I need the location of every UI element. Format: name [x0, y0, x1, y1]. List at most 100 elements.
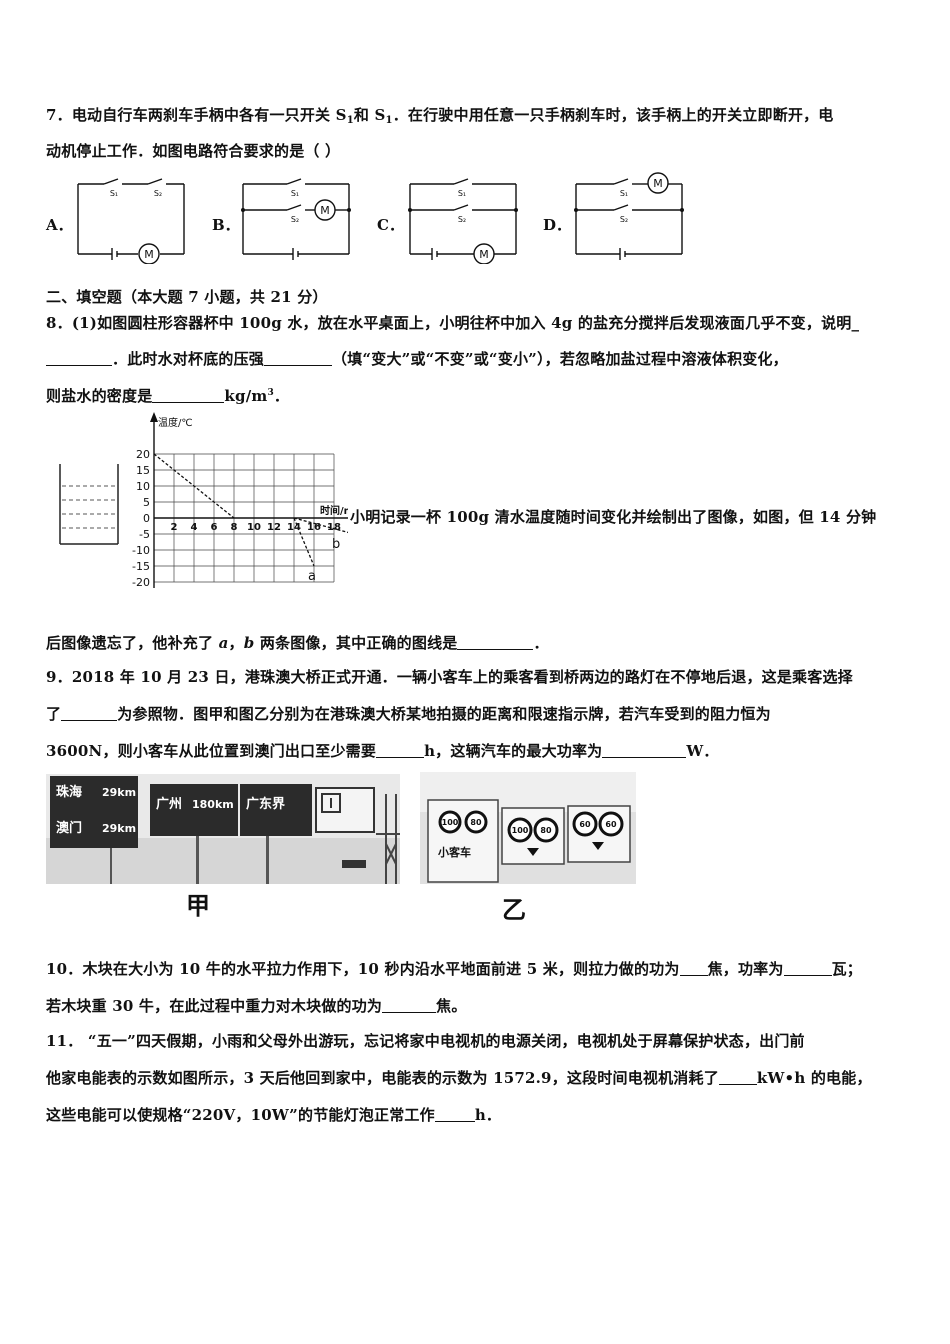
- y-tick-label: -5: [139, 528, 150, 541]
- q7-text-c: ．在行驶中用任意一只手柄刹车时，该手柄上的开关立即断开，电: [392, 106, 834, 124]
- y-axis-label: 温度/℃: [158, 416, 193, 429]
- q9-line1: 9．2018 年 10 月 23 日，港珠澳大桥正式开通．一辆小客车上的乘客看到…: [46, 668, 853, 686]
- y-tick-label: 20: [136, 448, 150, 461]
- circuit-a-s2: S₂: [154, 189, 162, 198]
- y-axis-arrow: [150, 412, 158, 422]
- circuit-d-s1: S₁: [620, 189, 628, 198]
- q11-line2-a: 他家电能表的示数如图所示，3 天后他回到家中，电能表的示数为 1572.9，这段…: [46, 1069, 719, 1087]
- lane-label: 小客车: [437, 845, 471, 859]
- series-label: b: [332, 537, 340, 552]
- q11-line2: 他家电能表的示数如图所示，3 天后他回到家中，电能表的示数为 1572.9，这段…: [46, 1067, 872, 1088]
- limit-sign-6: 60: [605, 820, 617, 829]
- sign-guangzhou: 广州: [156, 796, 182, 812]
- q8-line5-b: ，: [228, 634, 244, 652]
- sign-macau-dist: 29km: [102, 822, 136, 835]
- q7-text-a: 7．电动自行车两刹车手柄中各有一只开关 S: [46, 106, 347, 124]
- y-tick-label: -15: [132, 560, 150, 573]
- sign-guangdong-border: 广东界: [246, 796, 285, 812]
- circuit-d-s2: S₂: [620, 215, 628, 224]
- q9-line2-b: 为参照物．图甲和图乙分别为在港珠澳大桥某地拍摄的距离和限速指示牌，若汽车受到的阻…: [117, 705, 771, 723]
- q8-blank1[interactable]: [46, 351, 112, 366]
- circuit-b-s1: S₁: [291, 189, 299, 198]
- q8-line3-a: 则盐水的密度是: [46, 387, 153, 405]
- circuit-c-motor: M: [479, 248, 489, 261]
- q11-line1: 11． “五一”四天假期，小雨和父母外出游玩，忘记将家中电视机的电源关闭，电视机…: [46, 1032, 805, 1050]
- option-d-label: D．: [543, 216, 572, 234]
- q8-line5-c: 两条图像，其中正确的图线是: [254, 634, 458, 652]
- y-tick-label: 15: [136, 464, 150, 477]
- y-tick-label: 5: [143, 496, 150, 509]
- q10-blank1[interactable]: [679, 961, 708, 976]
- q9-line3-b: h，这辆汽车的最大功率为: [424, 742, 603, 760]
- q9-blank2[interactable]: [376, 743, 425, 758]
- circuit-a-diagram: M S₁ S₂: [77, 178, 185, 264]
- sign-zhuhai-dist: 29km: [102, 786, 136, 799]
- q8-blank2[interactable]: [264, 351, 333, 366]
- y-tick-label: -20: [132, 576, 150, 589]
- q9-blank1[interactable]: [61, 706, 118, 721]
- chart-series: [153, 453, 348, 567]
- series-label: a: [308, 569, 316, 584]
- q8-line2-a: ．此时水对杯底的压强: [112, 350, 265, 368]
- q8-var-b: b: [243, 634, 255, 652]
- circuit-b-motor: M: [320, 204, 330, 217]
- q7-line2: 动机停止工作．如图电路符合要求的是（ ）: [46, 142, 341, 160]
- q7-sub2: 1: [385, 115, 393, 126]
- limit-sign-2: 80: [470, 818, 482, 827]
- x-tick-label: 6: [211, 522, 218, 533]
- q8-blank3[interactable]: [152, 388, 225, 403]
- circuit-c-s2: S₂: [458, 215, 466, 224]
- circuit-a-motor: M: [144, 248, 154, 261]
- circuit-d-diagram: M S₁ S₂: [574, 172, 684, 260]
- q11-line3: 这些电能可以使规格“220V，10W”的节能灯泡正常工作 h．: [46, 1104, 501, 1125]
- q8-line3-b: kg/m: [224, 387, 268, 405]
- sign-zhuhai: 珠海: [56, 784, 82, 800]
- q8-line5: 后图像遗忘了，他补充了 a，b 两条图像，其中正确的图线是．: [46, 632, 549, 653]
- option-c-label: C．: [377, 216, 404, 234]
- q11-line2-b: kW•h 的电能，: [756, 1069, 872, 1087]
- q7-text-b: 和 S: [353, 106, 386, 124]
- y-tick-label: -10: [132, 544, 150, 557]
- q10-line2-b: 焦。: [436, 997, 467, 1015]
- q8-line5-a: 后图像遗忘了，他补充了: [46, 634, 219, 652]
- q10-line1-b: 焦，功率为: [707, 960, 784, 978]
- q8-line1: 8．(1)如图圆柱形容器杯中 100g 水，放在水平桌面上，小明往杯中加入 4g…: [46, 314, 860, 332]
- q8-graph-text: 小明记录一杯 100g 清水温度随时间变化并绘制出了图像，如图，但 14 分钟: [350, 508, 877, 526]
- photo-jia-distance-sign: 珠海 29km 澳门 29km 广州 180km 广东界: [46, 774, 400, 884]
- series-line: [293, 517, 348, 534]
- q8-var-a: a: [218, 634, 229, 652]
- q8-line2: ．此时水对杯底的压强（填“变大”或“不变”或“变小”），若忽略加盐过程中溶液体积…: [46, 348, 788, 369]
- q10-line1-c: 瓦；: [831, 960, 862, 978]
- circuit-b-s2: S₂: [291, 215, 299, 224]
- series-line: [153, 453, 235, 519]
- q7-sub1: 1: [346, 115, 354, 126]
- circuit-c-s1: S₁: [458, 189, 466, 198]
- x-tick-label: 14: [287, 522, 301, 533]
- beaker-diagram: [59, 464, 119, 545]
- q10-line1-a: 10．木块在大小为 10 牛的水平拉力作用下，10 秒内沿水平地面前进 5 米，…: [46, 960, 680, 978]
- q8-blank4[interactable]: [457, 635, 534, 650]
- caption-yi: 乙: [502, 896, 526, 924]
- x-axis-label: 时间/min: [320, 504, 348, 517]
- circuit-d-motor: M: [653, 177, 663, 190]
- caption-jia: 甲: [186, 892, 210, 920]
- y-tick-label: 10: [136, 480, 150, 493]
- q10-blank2[interactable]: [783, 961, 832, 976]
- series-line: [293, 517, 315, 567]
- q10-blank3[interactable]: [382, 998, 437, 1013]
- sign-guangzhou-dist: 180km: [192, 798, 234, 811]
- q11-line3-b: h．: [474, 1106, 502, 1124]
- q9-blank3[interactable]: [602, 743, 687, 758]
- q10-line1: 10．木块在大小为 10 牛的水平拉力作用下，10 秒内沿水平地面前进 5 米，…: [46, 958, 862, 979]
- q8-line3-c: ．: [273, 387, 290, 405]
- chart-axes: [150, 412, 348, 588]
- x-tick-label: 10: [247, 522, 261, 533]
- y-tick-label: 0: [143, 512, 150, 525]
- x-tick-label: 18: [327, 522, 341, 533]
- q11-blank2[interactable]: [434, 1107, 475, 1122]
- q11-blank1[interactable]: [718, 1070, 757, 1085]
- q9-line3-a: 3600N，则小客车从此位置到澳门出口至少需要: [46, 742, 377, 760]
- option-b-label: B．: [212, 216, 240, 234]
- q11-line3-a: 这些电能可以使规格“220V，10W”的节能灯泡正常工作: [46, 1106, 435, 1124]
